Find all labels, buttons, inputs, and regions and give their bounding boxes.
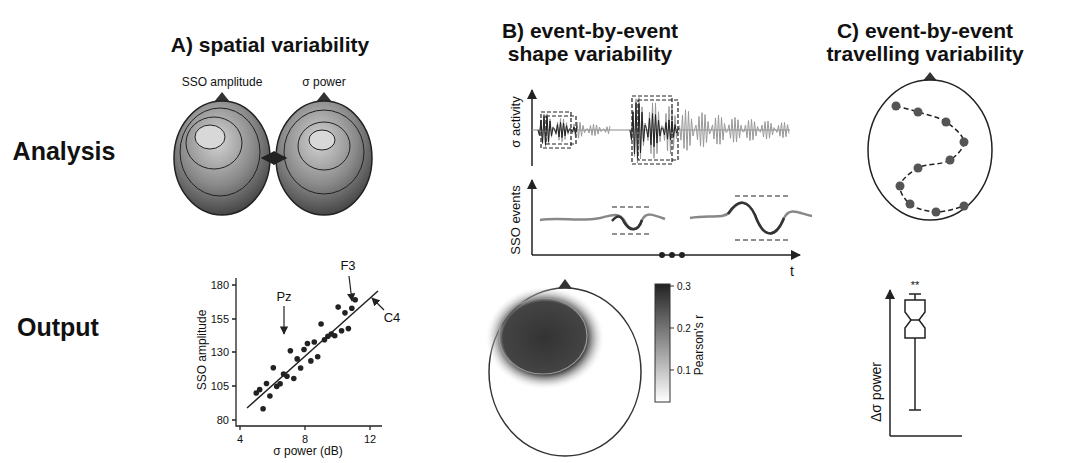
axis-label: Δσ power xyxy=(869,362,884,422)
electrode-dot xyxy=(906,200,915,209)
tick-label: 105 xyxy=(211,380,229,392)
axis-label: ** xyxy=(911,279,920,291)
row-heading: Analysis xyxy=(13,138,116,166)
dashed-boxes xyxy=(541,96,678,164)
scatter-dot xyxy=(301,347,307,353)
electrode-dot xyxy=(960,138,969,147)
colorbar-ticks xyxy=(670,286,674,370)
electrode-dot xyxy=(960,202,969,211)
sigma-bursts xyxy=(538,98,789,164)
scatter-dot xyxy=(260,406,266,412)
scatter-dot xyxy=(335,304,341,310)
scatter-dot xyxy=(315,354,321,360)
panel-heading: B) event-by-event shape variability xyxy=(485,19,695,65)
electrode-dot xyxy=(932,208,941,217)
tick-label: 4 xyxy=(237,433,243,445)
travel-line xyxy=(896,106,964,212)
scatter-dot xyxy=(318,321,324,327)
scatter-dot xyxy=(349,305,355,311)
leader-arrow xyxy=(283,306,284,334)
axis-label: t xyxy=(790,264,794,279)
travel-path xyxy=(892,102,969,217)
axis-label: σ power (dB) xyxy=(273,445,342,458)
scatter-dot xyxy=(311,339,317,345)
scatter-dot xyxy=(305,341,311,347)
scatter-dot xyxy=(352,297,358,303)
sigma-axes xyxy=(532,90,800,255)
leader-arrow xyxy=(372,298,384,310)
regression-line xyxy=(247,291,378,408)
electrode-dot xyxy=(914,108,923,117)
axis-label: SSO amplitude xyxy=(182,76,263,89)
electrode-label: F3 xyxy=(340,259,355,273)
electrode-dot xyxy=(896,182,905,191)
electrode-dot xyxy=(946,156,955,165)
scatter-dot xyxy=(271,365,277,371)
axis-label: SSO events xyxy=(509,185,523,254)
tick-label: 130 xyxy=(211,346,229,358)
panel-heading: C) event-by-event travelling variability xyxy=(815,19,1035,65)
scatter-dot xyxy=(339,328,345,334)
topo-head xyxy=(174,92,270,215)
row-heading: Output xyxy=(17,314,99,342)
tick-label: 80 xyxy=(217,414,229,426)
tick-label: 0.3 xyxy=(677,281,691,292)
panel-heading: A) spatial variability xyxy=(171,33,369,56)
scatter-dot xyxy=(288,348,294,354)
scatter-dot xyxy=(342,310,348,316)
electrode-label: C4 xyxy=(384,311,401,325)
scatter-dot xyxy=(267,393,273,399)
electrode-dot xyxy=(942,118,951,127)
scatter-axes xyxy=(232,278,382,430)
boxplot xyxy=(890,290,962,436)
topo-head xyxy=(276,92,372,215)
electrode-dot xyxy=(914,164,923,173)
tick-label: 8 xyxy=(302,433,308,445)
scatter-dot xyxy=(308,358,314,364)
tick-label: 12 xyxy=(364,433,376,445)
sso-waves xyxy=(540,196,812,240)
scatter-dot xyxy=(346,326,352,332)
scatter-dot xyxy=(257,387,263,393)
ellipsis-dots xyxy=(659,252,685,258)
axis-label: σ activity xyxy=(509,96,523,147)
sigma-burst xyxy=(538,114,610,147)
scatter-dot xyxy=(332,333,338,339)
double-arrow xyxy=(262,157,286,159)
scatter-dot xyxy=(291,376,297,382)
scatter-dot xyxy=(264,381,270,387)
electrode-label: Pz xyxy=(276,290,291,304)
scatter-points xyxy=(253,297,358,412)
tick-label: 0.1 xyxy=(677,365,691,376)
electrode-dot xyxy=(892,102,901,111)
tick-label: 155 xyxy=(211,313,229,325)
travel-head xyxy=(868,72,992,220)
leader-arrow xyxy=(349,276,352,301)
axis-label: Pearson's r xyxy=(693,315,706,375)
axis-label: SSO amplitude xyxy=(196,310,209,391)
sigma-burst xyxy=(630,98,789,164)
colorbar xyxy=(655,284,670,402)
scatter-dot xyxy=(298,365,304,371)
correlation-head xyxy=(485,279,641,456)
tick-label: 0.2 xyxy=(677,323,691,334)
tick-label: 180 xyxy=(211,279,229,291)
scatter-dot xyxy=(277,381,283,387)
axis-label: σ power xyxy=(302,76,345,89)
